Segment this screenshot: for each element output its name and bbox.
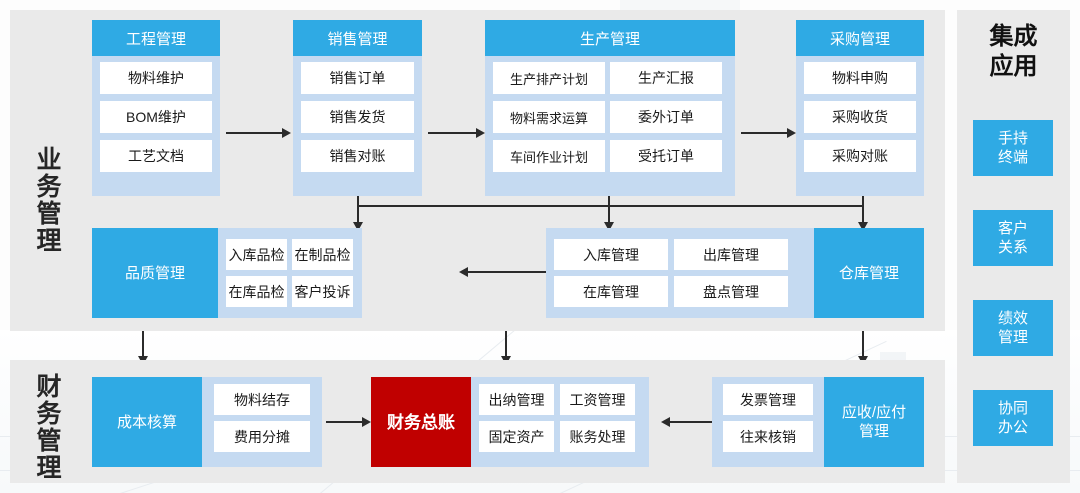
arrow-bus-to-warehouse — [608, 205, 610, 225]
module-cell[interactable]: 委外订单 — [610, 101, 722, 133]
group-quality[interactable]: 品质管理 入库品检 在制品检 在库品检 客户投诉 — [92, 228, 362, 318]
arrow-warehouse-to-quality — [468, 271, 546, 273]
module-cell[interactable]: 车间作业计划 — [493, 140, 605, 172]
arrow-head-icon — [476, 128, 485, 138]
module-cell[interactable]: 物料申购 — [804, 62, 916, 94]
module-cell[interactable]: 采购对账 — [804, 140, 916, 172]
finance-region-label: 财务管理 — [33, 373, 61, 481]
module-cell[interactable]: 采购收货 — [804, 101, 916, 133]
module-cell[interactable]: 物料结存 — [214, 384, 310, 415]
arrow-cost-to-ledger — [326, 421, 364, 423]
module-cell[interactable]: BOM维护 — [100, 101, 212, 133]
module-cell[interactable]: 销售订单 — [301, 62, 414, 94]
integrated-region-label: 集成应用 — [989, 23, 1038, 80]
module-cell[interactable]: 销售对账 — [301, 140, 414, 172]
group-purchasing-header: 采购管理 — [796, 20, 924, 56]
module-cell[interactable]: 发票管理 — [723, 384, 813, 415]
group-receivable[interactable]: 发票管理 往来核销 应收/应付管理 — [712, 377, 924, 467]
arrow-head-icon — [282, 128, 291, 138]
module-cell[interactable]: 物料需求运算 — [493, 101, 605, 133]
module-cell[interactable]: 物料维护 — [100, 62, 212, 94]
group-ledger-header[interactable]: 财务总账 — [371, 377, 471, 467]
group-engineering-header: 工程管理 — [92, 20, 220, 56]
group-warehouse-header: 仓库管理 — [814, 228, 924, 318]
module-cell[interactable]: 出库管理 — [674, 239, 788, 270]
module-cell[interactable]: 工艺文档 — [100, 140, 212, 172]
arrow-warehouse-to-receivable — [862, 331, 864, 359]
module-cell[interactable]: 工资管理 — [560, 384, 635, 415]
module-cell[interactable]: 生产汇报 — [610, 62, 722, 94]
module-cell[interactable]: 入库管理 — [554, 239, 668, 270]
arrow-head-icon — [459, 267, 468, 277]
arrow-head-icon — [362, 417, 371, 427]
module-cell[interactable]: 销售发货 — [301, 101, 414, 133]
group-cost-header: 成本核算 — [92, 377, 202, 467]
module-cell[interactable]: 受托订单 — [610, 140, 722, 172]
arrow-head-icon — [661, 417, 670, 427]
business-region-label: 业务管理 — [33, 146, 61, 254]
arrow-head-icon — [787, 128, 796, 138]
integrated-app-tile[interactable]: 绩效管理 — [973, 300, 1053, 356]
arrow-production-to-purchasing — [741, 132, 789, 134]
group-production-header: 生产管理 — [485, 20, 735, 56]
module-cell[interactable]: 在制品检 — [292, 239, 353, 270]
arrow-bus-to-quality — [357, 205, 359, 225]
arrow-production-drop — [608, 196, 610, 206]
module-cell[interactable]: 往来核销 — [723, 421, 813, 452]
group-receivable-header: 应收/应付管理 — [824, 377, 924, 467]
group-production[interactable]: 生产管理 生产排产计划 生产汇报 物料需求运算 委外订单 车间作业计划 受托订单 — [485, 20, 735, 196]
integrated-app-label: 协同办公 — [997, 400, 1028, 436]
module-cell[interactable]: 固定资产 — [479, 421, 554, 452]
module-cell[interactable]: 在库管理 — [554, 276, 668, 307]
integrated-app-label: 客户关系 — [997, 220, 1028, 256]
module-cell[interactable]: 费用分摊 — [214, 421, 310, 452]
integrated-app-label: 手持终端 — [997, 130, 1028, 166]
module-cell[interactable]: 客户投诉 — [292, 276, 353, 307]
group-sales[interactable]: 销售管理 销售订单 销售发货 销售对账 — [293, 20, 422, 196]
arrow-engineering-to-sales — [226, 132, 284, 134]
integrated-app-tile[interactable]: 协同办公 — [973, 390, 1053, 446]
module-cell[interactable]: 账务处理 — [560, 421, 635, 452]
arrow-bus-to-warehouse-right — [862, 205, 864, 225]
module-cell[interactable]: 出纳管理 — [479, 384, 554, 415]
module-cell[interactable]: 入库品检 — [226, 239, 287, 270]
module-cell[interactable]: 在库品检 — [226, 276, 287, 307]
arrow-to-ledger — [505, 331, 507, 359]
group-engineering[interactable]: 工程管理 物料维护 BOM维护 工艺文档 — [92, 20, 220, 196]
arrow-distribution-bus — [357, 205, 863, 207]
integrated-app-tile[interactable]: 手持终端 — [973, 120, 1053, 176]
group-accounting[interactable]: 出纳管理 工资管理 固定资产 账务处理 — [471, 377, 649, 467]
arrow-purchasing-drop — [862, 196, 864, 206]
group-purchasing[interactable]: 采购管理 物料申购 采购收货 采购对账 — [796, 20, 924, 196]
group-warehouse[interactable]: 入库管理 出库管理 在库管理 盘点管理 仓库管理 — [546, 228, 924, 318]
arrow-sales-drop — [357, 196, 359, 206]
module-cell[interactable]: 盘点管理 — [674, 276, 788, 307]
integrated-app-tile[interactable]: 客户关系 — [973, 210, 1053, 266]
group-cost[interactable]: 成本核算 物料结存 费用分摊 — [92, 377, 322, 467]
integrated-app-label: 绩效管理 — [997, 310, 1028, 346]
arrow-receivable-to-accounting — [670, 421, 712, 423]
arrow-sales-to-production — [428, 132, 478, 134]
arrow-head-icon — [353, 222, 363, 231]
arrow-head-icon — [604, 222, 614, 231]
group-quality-header: 品质管理 — [92, 228, 218, 318]
arrow-quality-to-cost — [142, 331, 144, 359]
group-sales-header: 销售管理 — [293, 20, 422, 56]
arrow-head-icon — [858, 222, 868, 231]
module-cell[interactable]: 生产排产计划 — [493, 62, 605, 94]
